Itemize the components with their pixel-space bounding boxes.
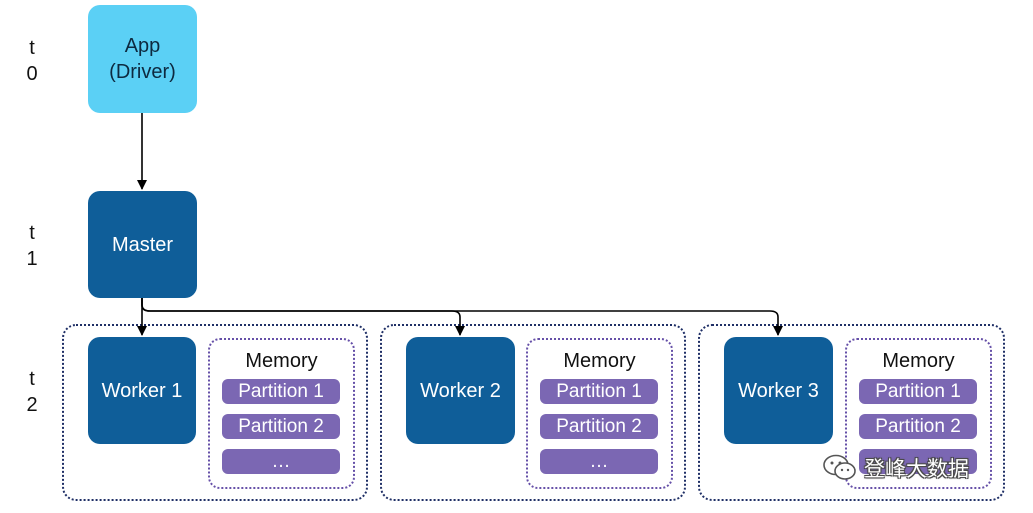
worker-label: Worker 3 <box>738 379 819 402</box>
worker-node-2: Worker 2 <box>406 337 515 444</box>
time-label-t2: t 2 <box>20 366 44 418</box>
memory-box-1: Memory Partition 1 Partition 2 … <box>208 338 355 489</box>
partition-item: Partition 1 <box>222 379 340 404</box>
partition-item: Partition 2 <box>540 414 658 439</box>
arrow-master-to-worker-3 <box>141 298 783 336</box>
worker-node-1: Worker 1 <box>88 337 196 444</box>
partition-item: Partition 1 <box>859 379 977 404</box>
time-label-t0: t 0 <box>20 35 44 87</box>
app-driver-node: App (Driver) <box>88 5 197 113</box>
time-letter: t <box>29 37 35 59</box>
time-letter: t <box>29 368 35 390</box>
worker-group-2 <box>380 324 686 501</box>
memory-title: Memory <box>563 350 636 372</box>
worker-label: Worker 1 <box>101 379 183 402</box>
memory-box-2: Memory Partition 1 Partition 2 … <box>526 338 673 489</box>
partition-item: … <box>859 449 977 474</box>
partition-item: … <box>540 449 658 474</box>
partition-item: Partition 1 <box>540 379 658 404</box>
partition-item: Partition 2 <box>859 414 977 439</box>
watermark-text: 登峰大数据 <box>864 458 969 481</box>
app-label: App <box>124 35 161 57</box>
memory-title: Memory <box>882 350 955 372</box>
time-number: 2 <box>26 394 38 416</box>
worker-group-1 <box>62 324 368 501</box>
worker-group-3 <box>698 324 1005 501</box>
memory-box-3: Memory Partition 1 Partition 2 … <box>845 338 992 489</box>
worker-label: Worker 2 <box>420 379 501 402</box>
time-number: 0 <box>26 63 38 85</box>
partition-item: Partition 2 <box>222 414 340 439</box>
time-letter: t <box>29 222 35 244</box>
driver-label: (Driver) <box>109 61 176 83</box>
master-label: Master <box>111 233 174 256</box>
worker-node-3: Worker 3 <box>724 337 833 444</box>
arrow-master-to-worker-2 <box>141 298 465 336</box>
time-number: 1 <box>26 248 38 270</box>
partition-item: … <box>222 449 340 474</box>
memory-title: Memory <box>245 350 318 372</box>
wechat-icon <box>823 454 856 480</box>
master-node: Master <box>88 191 197 298</box>
watermark: 登峰大数据 <box>822 452 969 484</box>
time-label-t1: t 1 <box>20 220 44 272</box>
